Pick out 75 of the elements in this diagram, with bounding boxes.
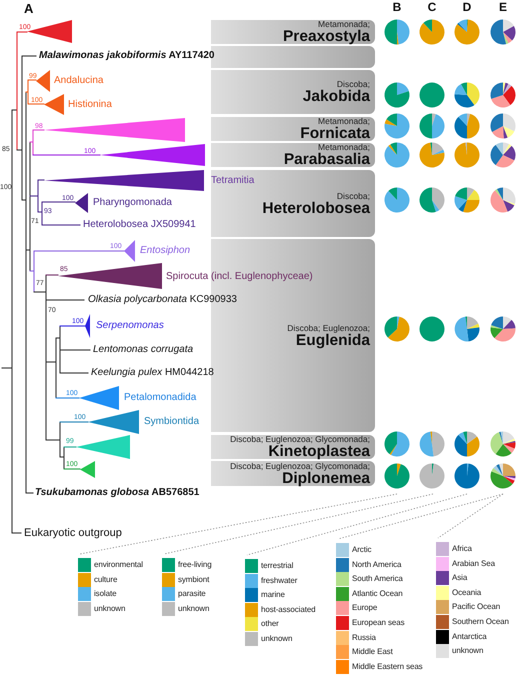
rank-label: Metamonada;	[318, 143, 370, 152]
legend-label: Pacific Ocean	[452, 603, 500, 612]
rank-label: Discoba; Euglenozoa; Glycomonada;	[230, 435, 370, 444]
clade-name: Preaxostyla	[282, 29, 370, 44]
taxon-label: Lentomonas corrugata	[93, 345, 194, 355]
column-letter: C	[428, 1, 436, 13]
legend-label: isolate	[94, 590, 116, 598]
clade-name: Diplonemea	[282, 470, 370, 486]
legend-label: Southern Ocean	[452, 618, 509, 626]
legend-label: Middle East	[352, 648, 393, 656]
legend-label: free-living	[178, 561, 212, 569]
taxon-label: Eukaryotic outgroup	[24, 528, 122, 538]
taxon-label: Tetramitia	[211, 176, 254, 186]
taxon-label: Entosiphon	[140, 246, 190, 256]
taxon-label: Olkasia polycarbonata KC990933	[88, 295, 237, 305]
clade-name: Euglenida	[296, 332, 370, 348]
legend-label: freshwater	[261, 576, 298, 585]
rank-label: Discoba;	[336, 192, 370, 200]
legend-label: Atlantic Ocean	[352, 590, 403, 598]
legend-label: North America	[352, 560, 402, 569]
clade-name: Parabasalia	[284, 152, 370, 167]
legend-label: unknown	[452, 647, 484, 656]
rank-label: Metamonada;	[318, 117, 370, 126]
clade-band	[211, 435, 375, 459]
clade-name: Fornicata	[300, 126, 370, 141]
legend-label: unknown	[94, 604, 126, 613]
clade-band	[211, 461, 375, 486]
clade-name: Heterolobosea	[262, 200, 370, 216]
taxon-label: Heterolobosea JX509941	[83, 220, 196, 230]
taxon-label: Symbiontida	[144, 417, 200, 427]
legend-label: Arabian Sea	[452, 560, 495, 568]
legend-label: unknown	[261, 635, 292, 643]
taxon-label: Petalomonadida	[124, 393, 196, 403]
clade-band	[211, 70, 375, 114]
clade-band	[211, 117, 375, 141]
panel-letter: A	[24, 2, 34, 14]
legend-label: marine	[261, 591, 285, 600]
legend-label: parasite	[178, 590, 206, 598]
legend-label: European seas	[352, 619, 405, 627]
legend-label: Oceania	[452, 588, 482, 597]
legend-label: terrestrial	[261, 562, 294, 570]
column-letter: D	[462, 1, 472, 13]
taxon-label: Malawimonas jakobiformis AY117420	[39, 51, 214, 61]
legend-label: host-associated	[261, 606, 316, 614]
legend-label: Russia	[352, 634, 376, 642]
taxon-label: Andalucina	[54, 76, 104, 86]
taxon-label: Tsukubamonas globosa AB576851	[35, 488, 200, 498]
rank-label: Discoba; Euglenozoa; Glycomonada;	[230, 462, 370, 470]
legend-label: unknown	[178, 604, 210, 613]
legend-label: culture	[94, 576, 118, 584]
clade-name: Jakobida	[302, 89, 370, 104]
taxon-label: Serpenomonas	[96, 321, 164, 331]
legend-label: environmental	[94, 561, 143, 569]
column-letter: E	[499, 1, 507, 13]
column-letter: B	[392, 1, 402, 13]
clade-band	[211, 143, 375, 167]
clade-name: Kinetoplastea	[268, 444, 370, 459]
legend-label: Arctic	[352, 546, 372, 554]
legend-label: South America	[352, 575, 403, 584]
legend-label: Antarctica	[452, 632, 487, 641]
rank-label: Discoba;	[336, 80, 370, 89]
taxon-label: Keelungia pulex HM044218	[91, 368, 214, 378]
legend-label: Middle Eastern seas	[352, 662, 423, 671]
legend-label: symbiont	[178, 576, 210, 584]
rank-label: Discoba; Euglenozoa;	[287, 324, 370, 332]
clade-band	[211, 170, 375, 237]
legend-label: Europe	[352, 604, 378, 612]
legend-label: other	[261, 620, 279, 628]
clade-band	[211, 20, 375, 44]
taxon-label: Histionina	[68, 100, 112, 110]
taxon-label: Spirocuta (incl. Euglenophyceae)	[166, 272, 313, 282]
taxon-label: Pharyngomonada	[93, 198, 172, 208]
legend-label: Africa	[452, 545, 472, 553]
legend-label: Asia	[452, 574, 468, 582]
rank-label: Metamonada;	[318, 20, 370, 29]
